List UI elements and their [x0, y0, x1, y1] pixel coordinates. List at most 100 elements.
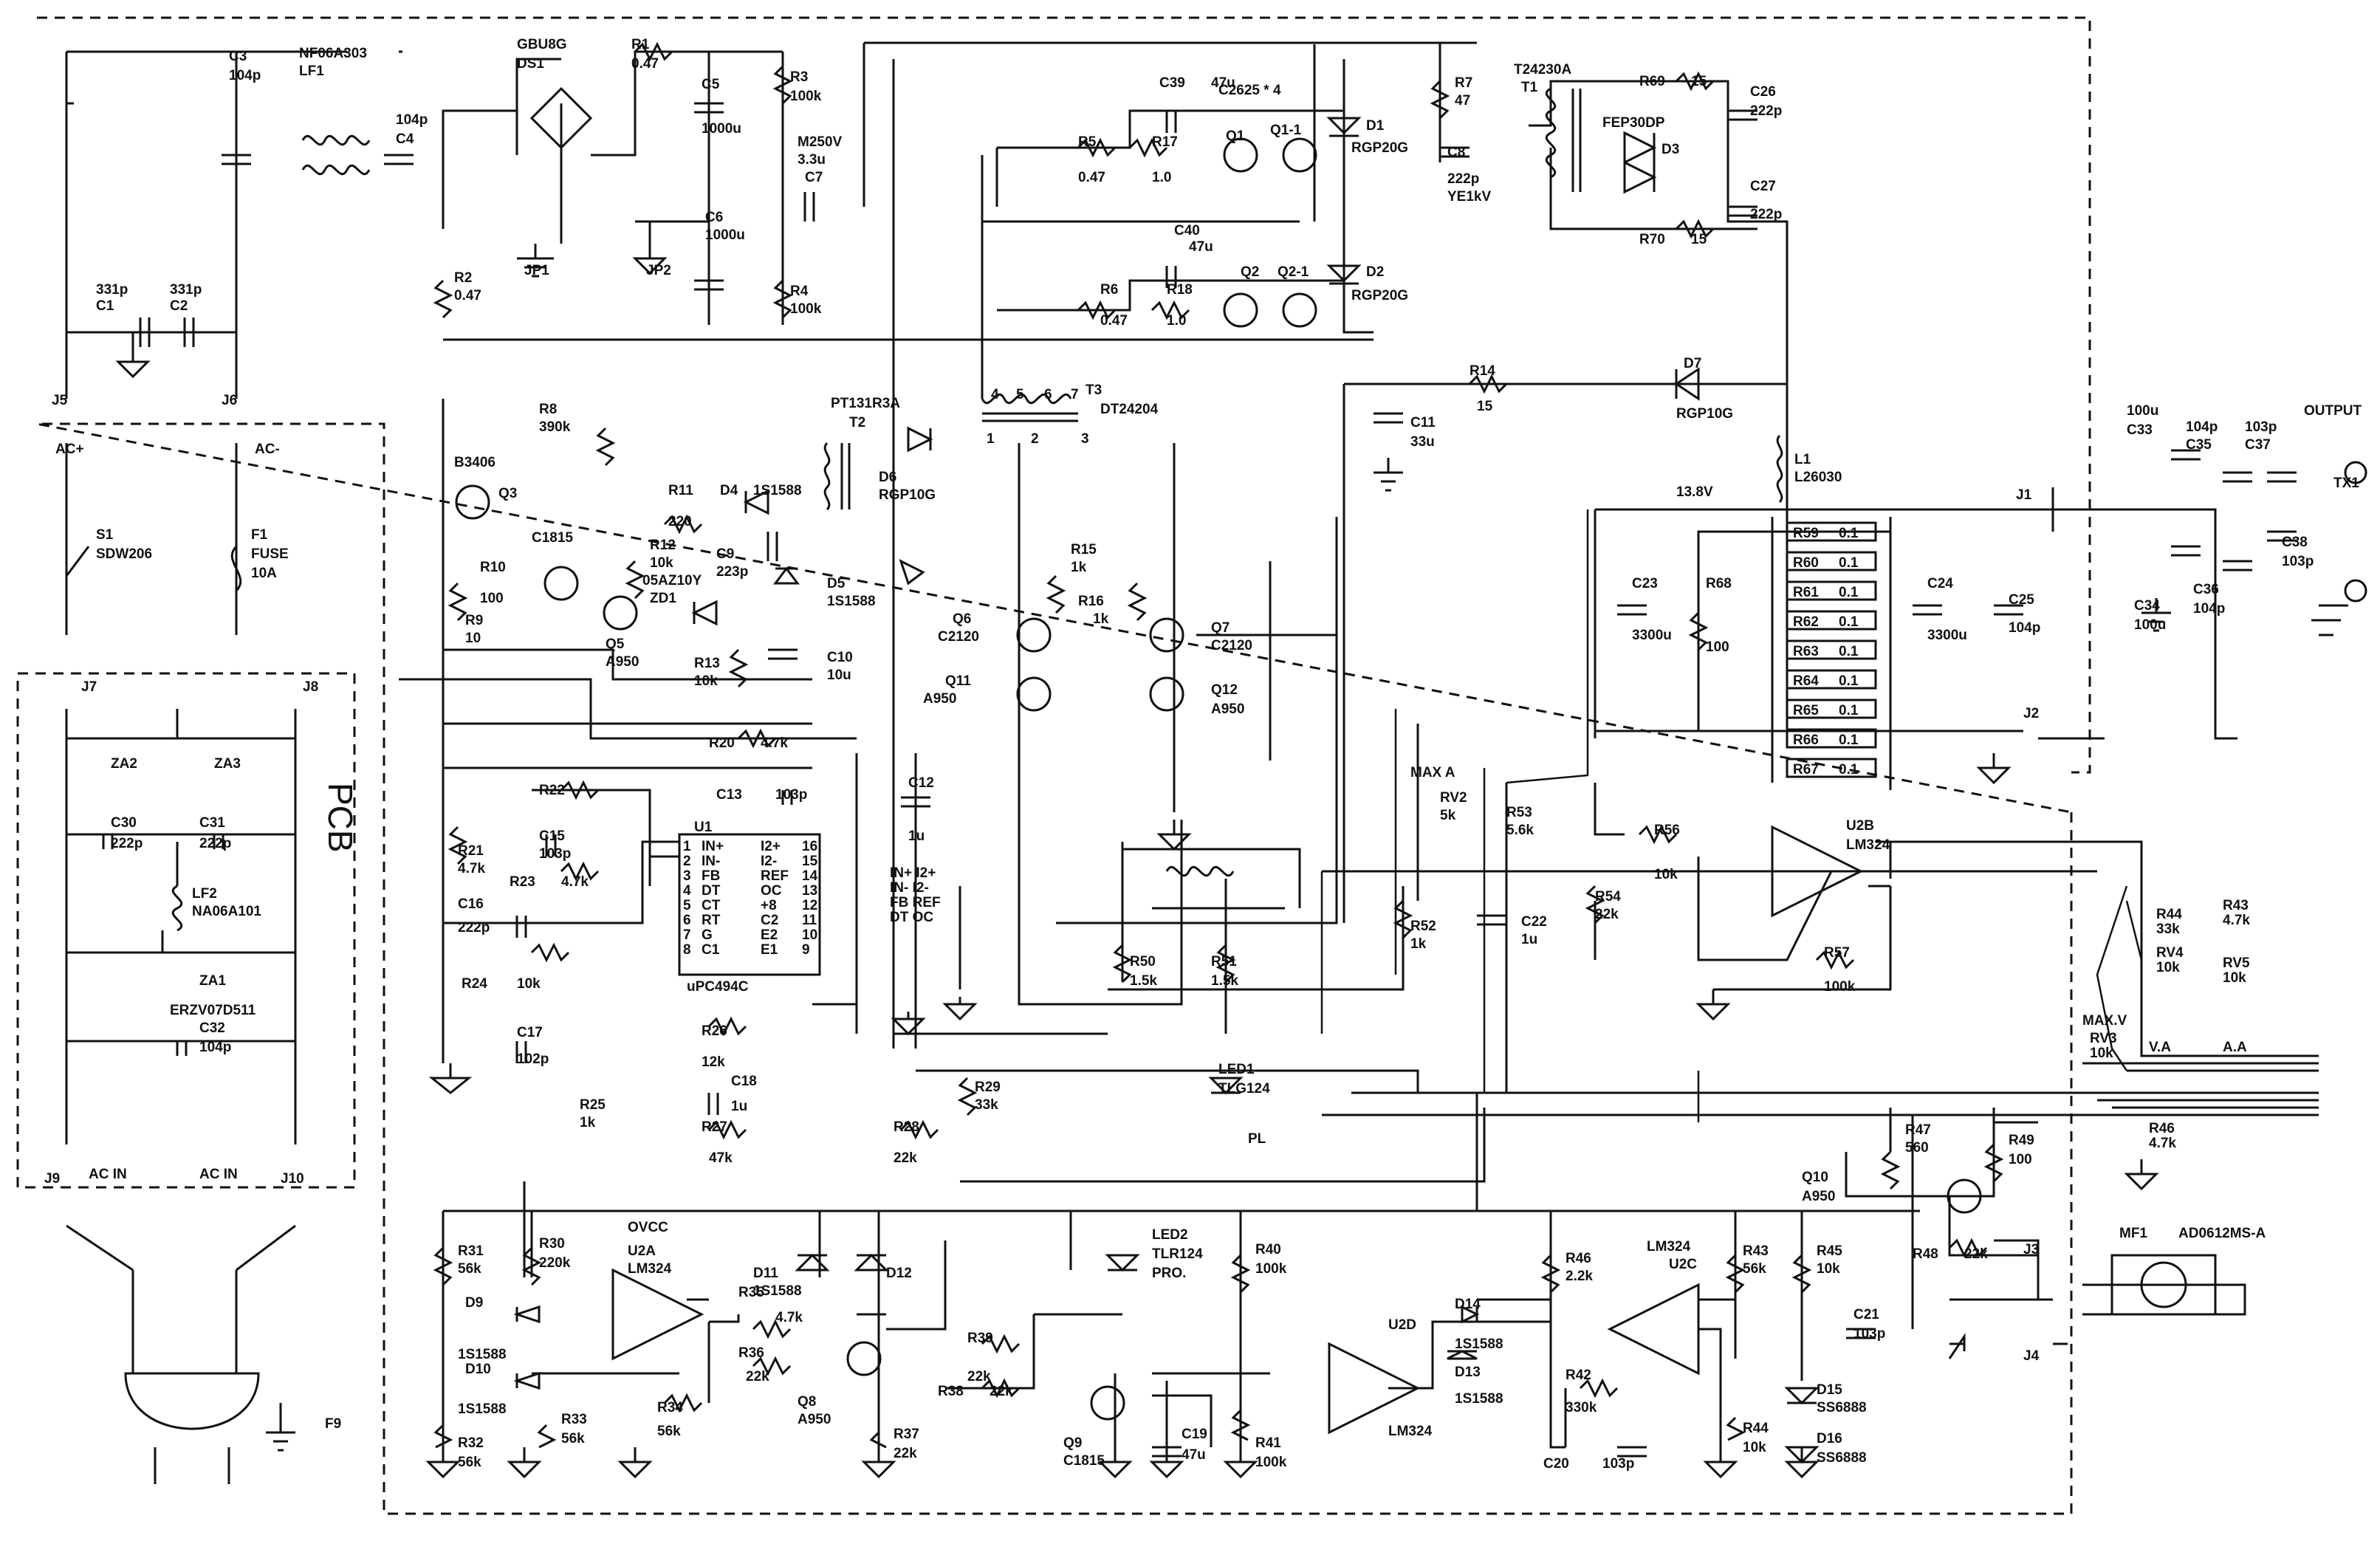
svg-text:+8: +8 [761, 898, 777, 913]
svg-text:Q5: Q5 [606, 636, 625, 652]
svg-text:C1: C1 [96, 298, 114, 314]
svg-text:C16: C16 [458, 896, 484, 912]
svg-text:R4: R4 [790, 284, 809, 299]
svg-text:C25: C25 [2009, 592, 2034, 608]
svg-text:SS6888: SS6888 [1817, 1400, 1867, 1415]
svg-text:R68: R68 [1706, 576, 1732, 591]
svg-text:C37: C37 [2245, 437, 2271, 453]
svg-text:R60: R60 [1793, 555, 1819, 571]
capacitors [102, 102, 2297, 1458]
svg-text:ZA1: ZA1 [199, 973, 226, 989]
svg-text:10k: 10k [694, 673, 718, 689]
svg-text:D15: D15 [1817, 1382, 1842, 1398]
svg-text:C2120: C2120 [938, 629, 979, 645]
svg-text:0.1: 0.1 [1839, 673, 1859, 689]
svg-text:RV5: RV5 [2223, 955, 2250, 971]
svg-text:R69: R69 [1639, 74, 1665, 89]
svg-text:4.7k: 4.7k [2223, 913, 2250, 928]
svg-text:C40: C40 [1174, 223, 1200, 238]
svg-text:R61: R61 [1793, 585, 1819, 600]
svg-text:JP1: JP1 [524, 263, 549, 278]
svg-text:100: 100 [2009, 1152, 2032, 1167]
svg-text:U2B: U2B [1846, 818, 1874, 834]
svg-text:J3: J3 [2023, 1242, 2039, 1257]
svg-text:0.47: 0.47 [1078, 170, 1105, 185]
resistors [433, 41, 2004, 1449]
svg-text:D2: D2 [1366, 264, 1384, 280]
svg-text:47k: 47k [709, 1150, 733, 1166]
svg-text:10k: 10k [2090, 1046, 2113, 1061]
svg-text:103p: 103p [1853, 1326, 1885, 1342]
svg-text:AC+: AC+ [55, 442, 84, 457]
svg-text:C9: C9 [716, 546, 734, 562]
svg-text:C18: C18 [731, 1074, 757, 1089]
svg-text:22k: 22k [746, 1369, 769, 1384]
svg-text:22k: 22k [894, 1150, 917, 1166]
svg-text:Q12: Q12 [1211, 682, 1238, 698]
svg-text:C31: C31 [199, 815, 225, 831]
svg-text:100k: 100k [1255, 1261, 1287, 1277]
handwritten-traces [1320, 509, 2143, 1122]
svg-text:R53: R53 [1506, 805, 1532, 820]
svg-text:R12: R12 [650, 538, 676, 553]
svg-text:C2: C2 [761, 913, 778, 928]
svg-text:R39: R39 [967, 1331, 993, 1346]
svg-text:J2: J2 [2023, 706, 2039, 721]
svg-text:103p: 103p [775, 787, 807, 803]
svg-text:R25: R25 [580, 1097, 606, 1113]
svg-text:223p: 223p [716, 564, 748, 580]
misc-symbols [65, 461, 2367, 1484]
svg-text:MAX A: MAX A [1410, 765, 1455, 780]
svg-text:C2: C2 [170, 298, 188, 314]
svg-text:FUSE: FUSE [251, 546, 289, 562]
svg-text:C8: C8 [1447, 145, 1465, 160]
svg-text:RGP10G: RGP10G [1676, 406, 1733, 422]
svg-text:100: 100 [480, 591, 504, 606]
svg-text:10k: 10k [1654, 867, 1678, 882]
svg-text:A950: A950 [798, 1412, 831, 1427]
svg-text:FB: FB [702, 868, 720, 884]
svg-text:C11: C11 [1410, 415, 1436, 430]
svg-text:103p: 103p [2282, 554, 2314, 569]
svg-text:IN-: IN- [702, 854, 720, 869]
svg-text:ZA2: ZA2 [111, 756, 137, 772]
svg-text:Q1: Q1 [1226, 128, 1245, 144]
svg-text:LM324: LM324 [1388, 1424, 1433, 1439]
svg-text:JP2: JP2 [646, 263, 671, 278]
svg-text:4.7k: 4.7k [761, 735, 788, 751]
svg-text:C36: C36 [2193, 582, 2219, 597]
svg-text:R57: R57 [1824, 945, 1850, 961]
svg-text:R24: R24 [462, 976, 487, 992]
svg-text:D3: D3 [1661, 142, 1679, 157]
svg-text:C5: C5 [702, 77, 720, 92]
svg-text:0.1: 0.1 [1839, 555, 1859, 571]
svg-text:4: 4 [683, 883, 691, 899]
svg-text:10u: 10u [827, 668, 851, 683]
svg-text:LED1: LED1 [1218, 1062, 1255, 1077]
svg-text:100k: 100k [790, 301, 822, 317]
svg-text:1u: 1u [1521, 932, 1537, 947]
svg-text:13: 13 [802, 883, 817, 899]
svg-text:ERZV07D511: ERZV07D511 [170, 1003, 256, 1018]
svg-text:102p: 102p [517, 1051, 549, 1067]
svg-text:15: 15 [1691, 232, 1707, 247]
svg-text:C7: C7 [805, 170, 823, 185]
svg-text:0.1: 0.1 [1839, 644, 1859, 659]
svg-text:AD0612MS-A: AD0612MS-A [2178, 1226, 2266, 1241]
svg-text:R44: R44 [1743, 1421, 1769, 1436]
svg-text:I2+: I2+ [761, 839, 781, 854]
svg-text:C38: C38 [2282, 535, 2308, 550]
svg-text:22k: 22k [967, 1369, 991, 1384]
svg-text:1S1588: 1S1588 [753, 483, 802, 498]
svg-text:100k: 100k [1824, 979, 1856, 995]
svg-text:R14: R14 [1470, 363, 1495, 379]
svg-text:1k: 1k [1410, 936, 1427, 952]
svg-text:22k: 22k [894, 1446, 917, 1461]
svg-text:D12: D12 [886, 1266, 912, 1281]
svg-text:0.47: 0.47 [454, 288, 481, 303]
svg-text:47u: 47u [1189, 239, 1213, 255]
svg-text:1S1588: 1S1588 [753, 1283, 802, 1299]
svg-text:222p: 222p [458, 920, 490, 936]
svg-text:331p: 331p [96, 282, 128, 298]
